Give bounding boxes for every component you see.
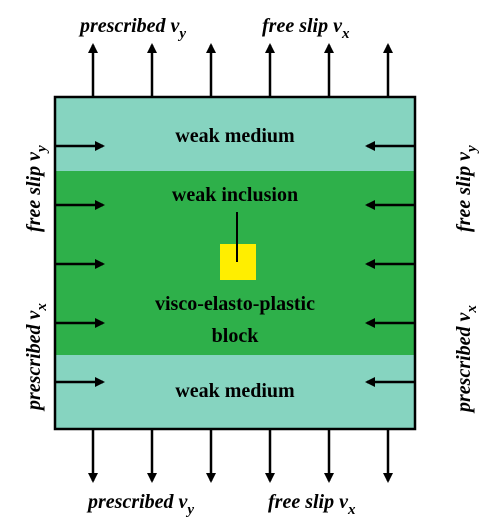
block-label-line1: visco-elasto-plastic: [155, 293, 315, 315]
block-label-line2: block: [212, 325, 260, 347]
weak-inclusion-label: weak inclusion: [172, 184, 298, 206]
left-upper-bc-label: free slip vy: [23, 145, 50, 232]
top-weak-medium-label: weak medium: [175, 125, 295, 147]
top-boundary-arrows: [88, 43, 393, 97]
right-upper-bc-label: free slip vy: [453, 145, 480, 232]
top-right-bc-label: free slip vx: [262, 15, 350, 42]
left-boundary-arrows: [55, 141, 105, 387]
bottom-weak-medium-label: weak medium: [175, 380, 295, 402]
bottom-left-bc-label: prescribed vy: [86, 491, 194, 518]
right-boundary-arrows: [365, 141, 415, 387]
top-weak-medium-region: [55, 97, 415, 171]
right-lower-bc-label: prescribed vx: [453, 305, 480, 414]
top-left-bc-label: prescribed vy: [78, 15, 186, 42]
left-lower-bc-label: prescribed vx: [23, 303, 50, 412]
bottom-boundary-arrows: [88, 429, 393, 483]
bottom-right-bc-label: free slip vx: [268, 491, 356, 518]
bottom-weak-medium-region: [55, 355, 415, 429]
